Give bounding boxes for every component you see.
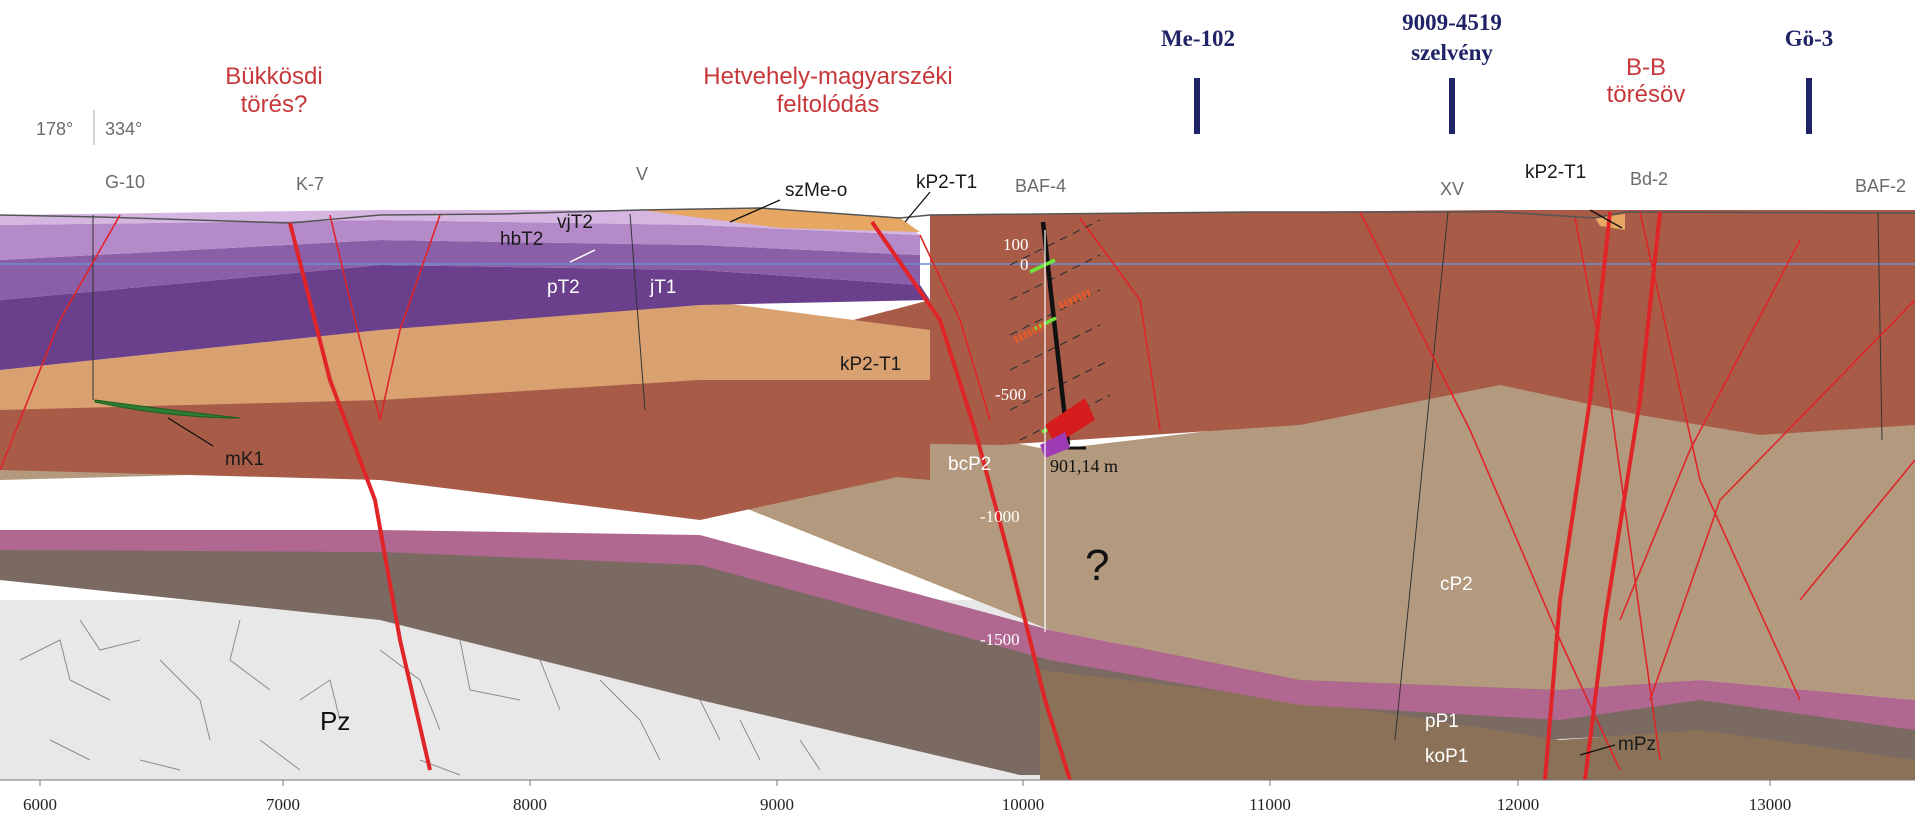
fault-label-bb-1: B-B [1626,54,1666,81]
unit-jt1: jT1 [649,277,676,298]
unit-mk1: mK1 [225,449,264,470]
well-traces [92,211,1883,741]
well-bd2: Bd-2 [1630,169,1668,189]
baf4-borehole [1009,219,1111,458]
x-tick-6000: 6000 [23,795,57,814]
mk1-lens [94,399,241,419]
fault-label-hetvehely-2: feltolódás [777,91,880,118]
marker-go3: Gö-3 [1785,26,1834,51]
fault-label-bukkosdi-2: törés? [241,91,308,118]
unknown-mark: ? [1085,541,1109,590]
marker-seismic-2: szelvény [1411,40,1493,65]
x-tick-7000: 7000 [266,795,300,814]
marker-seismic-1: 9009-4519 [1402,10,1502,35]
depth-0: 0 [1020,255,1029,274]
white-arrow [569,249,596,263]
unit-mpz: mPz [1618,734,1656,755]
layer-pP1 [0,530,1915,730]
topographic-surface [0,207,1915,224]
faults-major [288,211,1662,781]
unit-kp2t1-right: kP2-T1 [1525,162,1586,183]
marker-me102: Me-102 [1161,26,1235,51]
fault-label-bb-2: törésöv [1607,81,1686,108]
unit-bcp2: bcP2 [948,454,991,475]
unit-pp1: pP1 [1425,711,1459,732]
layer-hbT2 [0,220,920,260]
layer-jT1 [0,265,930,370]
unit-vjt2: vjT2 [557,212,593,233]
well-baf2: BAF-2 [1855,176,1906,196]
unit-pz: Pz [320,706,350,736]
layer-koP1 [0,548,1915,775]
depth-1000: -1000 [980,507,1020,526]
x-tick-8000: 8000 [513,795,547,814]
fault-label-hetvehely-1: Hetvehely-magyarszéki [703,63,952,90]
depth-1500: -1500 [980,630,1020,649]
pointer-arrows [167,191,1623,756]
layer-bcP2-upper [0,300,930,520]
x-tick-9000: 9000 [760,795,794,814]
marker-bars [1194,78,1812,134]
x-axis-ticks [39,780,1771,786]
well-baf4: BAF-4 [1015,176,1066,196]
well-xv: XV [1440,179,1464,199]
well-v: V [636,164,648,184]
well-g10: G-10 [105,172,145,192]
unit-pt2: pT2 [547,277,580,298]
faults-thin [0,211,1915,771]
x-tick-11000: 11000 [1249,795,1291,814]
layer-pT2 [0,240,920,300]
x-tick-10000: 10000 [1002,795,1045,814]
depth-100: 100 [1003,235,1029,254]
layer-m-eo [640,208,920,232]
unit-cp2: cP2 [1440,574,1473,595]
unit-m-eo: szMe-o [785,180,847,201]
orientation-right: 334° [105,119,142,139]
depth-500: -500 [995,385,1026,404]
well-k7: K-7 [296,174,324,194]
unit-kop1: koP1 [1425,746,1468,767]
x-tick-13000: 13000 [1749,795,1792,814]
total-depth: 901,14 m [1050,456,1118,476]
layer-kP2T1 [0,300,930,410]
orientation-left: 178° [36,119,73,139]
layer-bcP2 [0,210,1915,480]
unit-kp2t1-top: kP2-T1 [916,172,977,193]
unit-kp2t1-mid: kP2-T1 [840,354,901,375]
unit-hbt2: hbT2 [500,229,543,250]
x-tick-12000: 12000 [1497,795,1540,814]
fault-label-bukkosdi-1: Bükkösdi [225,63,322,90]
